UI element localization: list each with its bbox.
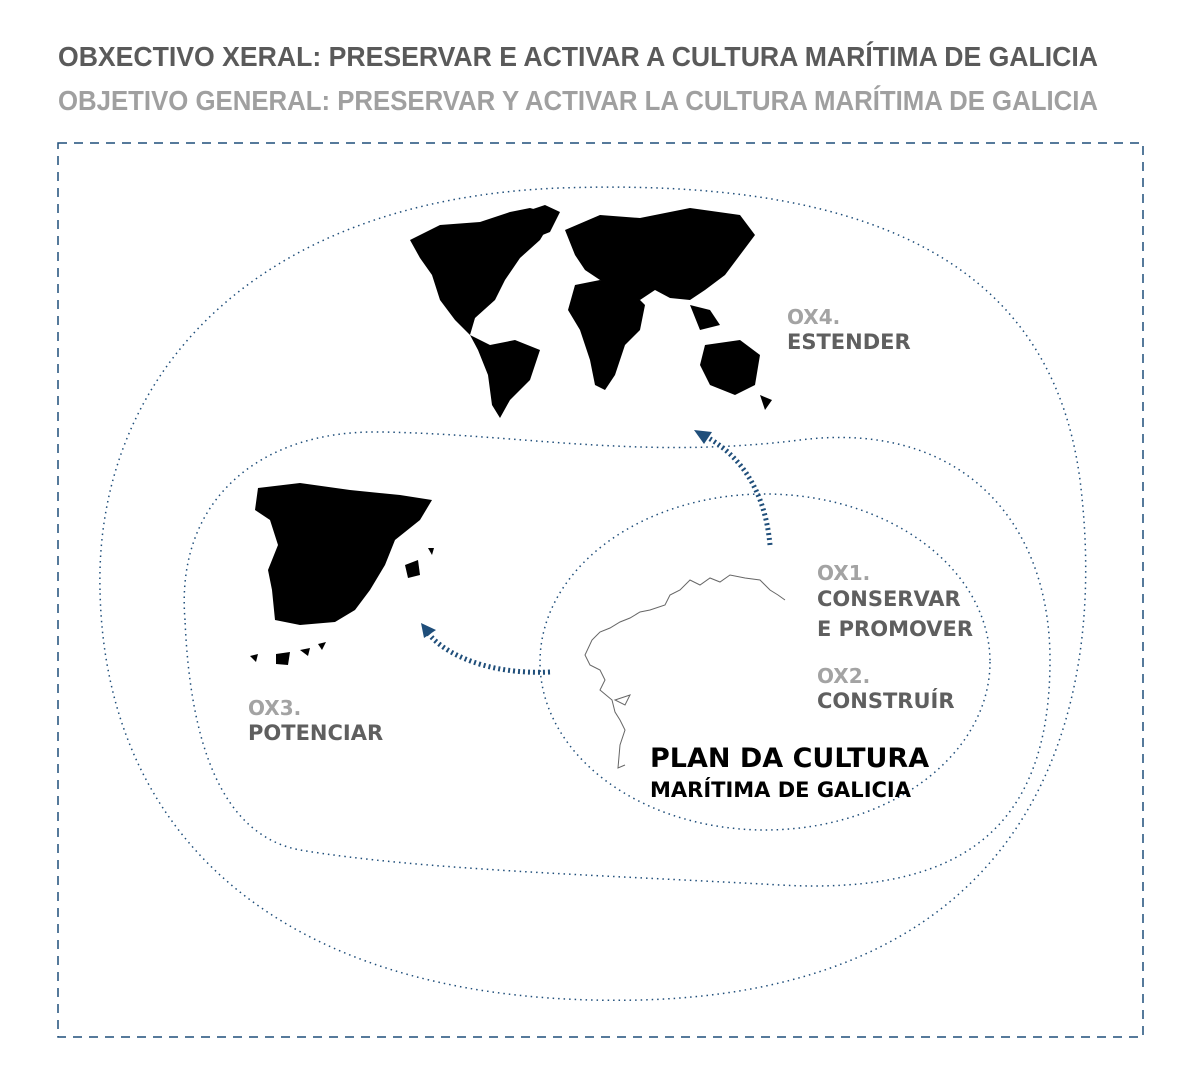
ox2-label: CONSTRUÍR xyxy=(817,688,955,713)
title-spanish: OBJETIVO GENERAL: PRESERVAR Y ACTIVAR LA… xyxy=(58,85,1098,116)
title-galician: OBXECTIVO XERAL: PRESERVAR E ACTIVAR A C… xyxy=(58,41,1098,72)
ox2-code: OX2. xyxy=(817,664,870,688)
ox4-label: ESTENDER xyxy=(787,330,911,354)
spain-map-icon xyxy=(250,483,434,665)
ring-galicia xyxy=(539,493,991,831)
arrow-to-world xyxy=(694,430,773,546)
ox3-code: OX3. xyxy=(248,696,301,720)
ring-world xyxy=(99,186,1087,1001)
outer-frame xyxy=(57,142,1144,1038)
ox4-code: OX4. xyxy=(787,305,840,329)
ring-spain xyxy=(183,431,1051,887)
ox1-label-line2: E PROMOVER xyxy=(817,617,973,641)
plan-subtitle: MARÍTIMA DE GALICIA xyxy=(650,777,912,802)
ox3-label: POTENCIAR xyxy=(248,721,383,745)
world-map-icon xyxy=(410,205,772,418)
galicia-map-icon xyxy=(584,574,786,769)
arrow-to-spain xyxy=(421,623,551,675)
ox1-code: OX1. xyxy=(817,561,870,585)
ox1-label-line1: CONSERVAR xyxy=(817,587,961,611)
plan-title: PLAN DA CULTURA xyxy=(650,743,929,774)
